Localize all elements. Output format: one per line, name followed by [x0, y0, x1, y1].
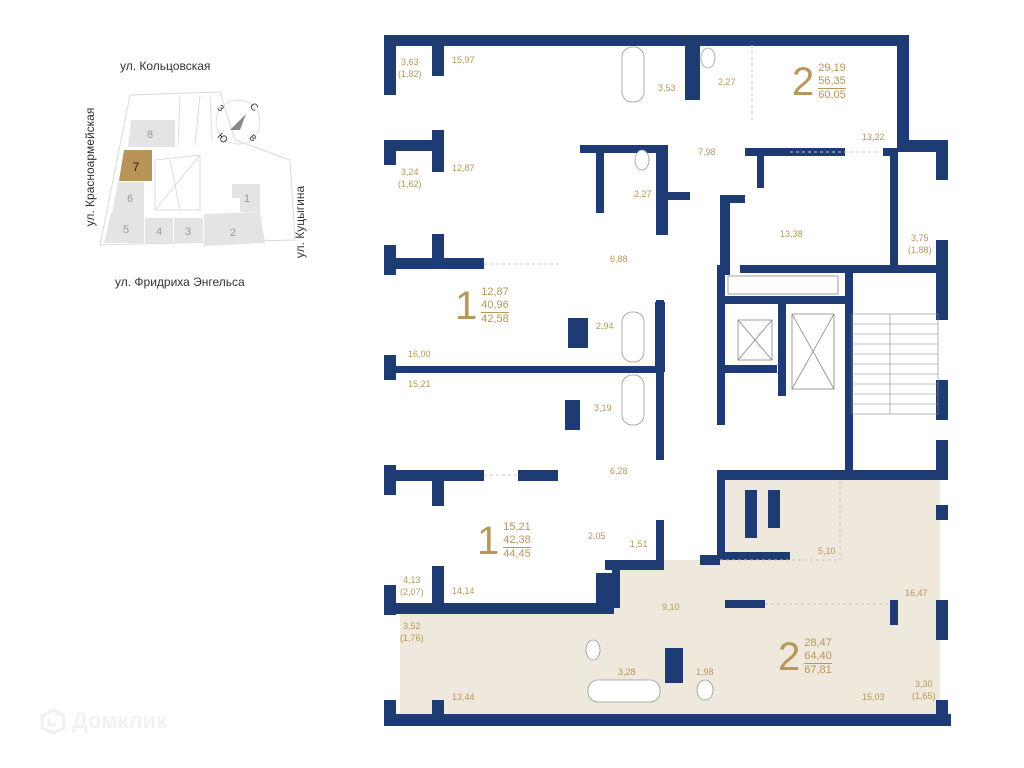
balcony-area: 3,63(1,82) — [398, 57, 422, 79]
room-area: 2,05 — [588, 531, 606, 541]
room-count: 2 — [792, 60, 815, 104]
living-area: 29,19 — [818, 62, 846, 74]
site-plan: ул. Кольцовская ул. Красноармейская ул. … — [60, 50, 320, 300]
walls — [384, 35, 951, 726]
building-6[interactable]: 6 — [112, 182, 144, 213]
svg-text:5: 5 — [123, 224, 129, 236]
building-5[interactable]: 5 — [104, 213, 144, 243]
room-area: 3,53 — [658, 83, 676, 93]
apartment-lower-1room[interactable]: 1 15,21 42,38 44,45 — [477, 521, 531, 561]
room-count: 2 — [778, 635, 801, 679]
room-area: 2,27 — [718, 77, 736, 87]
room-area: 6,28 — [610, 466, 628, 476]
brand-watermark: Домклик — [40, 708, 167, 734]
room-area: 6,88 — [610, 254, 628, 264]
room-area: 5,10 — [818, 546, 836, 556]
balcony-area: 3,30(1,65) — [912, 679, 936, 701]
balcony-area: 3,24(1,62) — [398, 167, 422, 189]
apartment-bottom-2room[interactable]: 2 28,47 64,40 67,81 — [778, 637, 832, 677]
room-area: 2,94 — [596, 321, 614, 331]
elevators — [727, 275, 839, 390]
room-area: 3,19 — [594, 403, 612, 413]
building-4[interactable]: 4 — [145, 218, 173, 243]
svg-text:3: 3 — [185, 226, 191, 238]
total-area: 42,38 — [503, 534, 531, 548]
staircase — [851, 313, 939, 415]
balcony-area: 3,52(1,76) — [400, 621, 424, 643]
building-1[interactable]: 1 — [232, 184, 260, 212]
room-area: 1,51 — [630, 539, 648, 549]
room-count: 1 — [477, 519, 500, 563]
room-area: 15,21 — [408, 379, 431, 389]
building-3[interactable]: 3 — [174, 218, 203, 243]
total-area-with-balcony: 42,58 — [481, 313, 509, 325]
room-area: 9,10 — [662, 602, 680, 612]
living-area: 28,47 — [804, 637, 832, 649]
room-area: 13,38 — [780, 229, 803, 239]
total-area: 40,96 — [481, 299, 509, 313]
brand-name: Домклик — [72, 708, 168, 733]
apartment-middle-1room[interactable]: 1 12,87 40,96 42,58 — [455, 286, 509, 326]
room-area: 13,44 — [452, 692, 475, 702]
living-area: 15,21 — [503, 521, 531, 533]
total-area-with-balcony: 67,81 — [804, 664, 832, 676]
building-8[interactable]: 8 — [128, 120, 175, 147]
svg-text:8: 8 — [147, 129, 153, 141]
balcony-area: 4,13(2,07) — [400, 575, 424, 597]
room-area: 15,03 — [862, 692, 885, 702]
building-2[interactable]: 2 — [204, 212, 265, 246]
room-area: 3,28 — [618, 667, 636, 677]
room-count: 1 — [455, 284, 478, 328]
room-area: 16,47 — [905, 588, 928, 598]
room-area: 16,00 — [408, 349, 431, 359]
street-north-label: ул. Кольцовская — [120, 59, 211, 73]
total-area-with-balcony: 60,05 — [818, 89, 846, 101]
room-area: 7,98 — [698, 147, 716, 157]
room-area: 1,98 — [696, 667, 714, 677]
total-area-with-balcony: 44,45 — [503, 548, 531, 560]
svg-text:4: 4 — [156, 226, 162, 238]
domclick-logo-icon — [40, 708, 66, 734]
room-area: 13,22 — [862, 132, 885, 142]
street-south-label: ул. Фридриха Энгельса — [115, 275, 245, 289]
room-area: 2,27 — [634, 189, 652, 199]
svg-text:1: 1 — [244, 193, 250, 205]
compass-icon — [215, 99, 261, 145]
apartment-top-right[interactable]: 2 29,19 56,35 60,05 — [792, 62, 846, 102]
total-area: 64,40 — [804, 650, 832, 664]
room-area: 14,14 — [452, 586, 475, 596]
total-area: 56,35 — [818, 75, 846, 89]
building-7[interactable]: 7 — [119, 150, 152, 181]
site-map: 8 7 6 5 4 3 2 1 — [99, 91, 296, 246]
balcony-area: 3,75(1,88) — [908, 233, 932, 255]
room-area: 15,97 — [452, 55, 475, 65]
svg-text:2: 2 — [230, 227, 236, 239]
svg-text:6: 6 — [127, 193, 133, 205]
highlighted-apartment-area — [400, 480, 940, 720]
svg-text:7: 7 — [133, 160, 140, 174]
room-area: 12,87 — [452, 163, 475, 173]
living-area: 12,87 — [481, 286, 509, 298]
